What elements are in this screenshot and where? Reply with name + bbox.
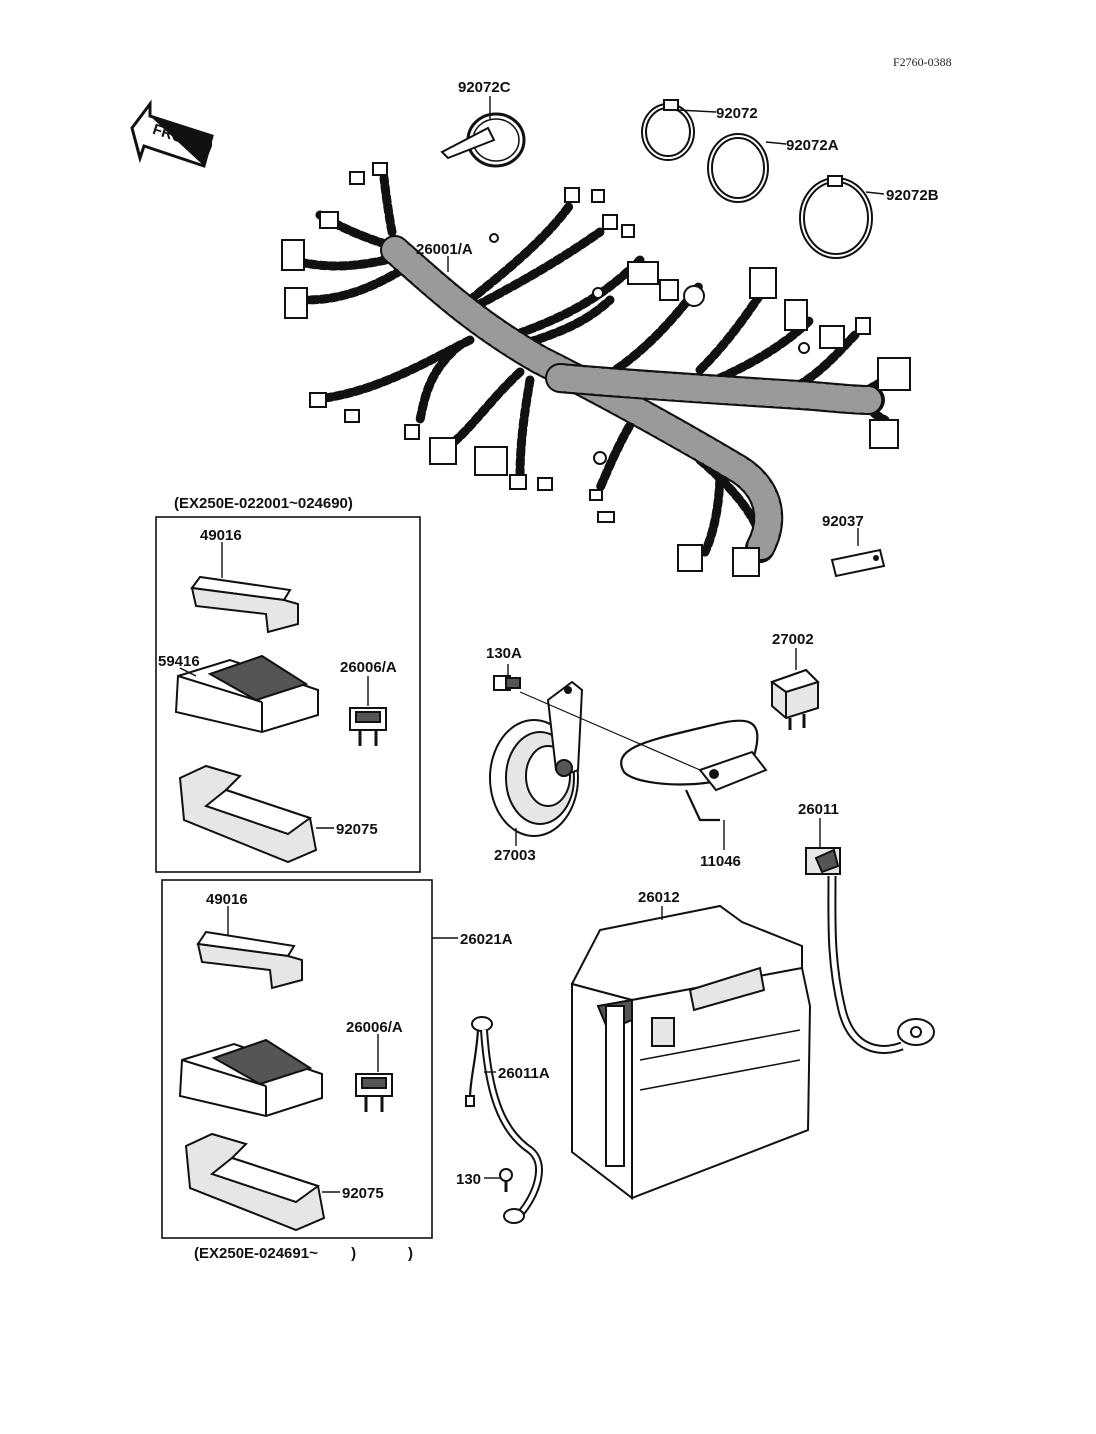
- range-late-close: ): [408, 1245, 413, 1262]
- label-130: 130: [456, 1171, 481, 1188]
- label-92037: 92037: [822, 513, 864, 530]
- label-27003: 27003: [494, 847, 536, 864]
- main-wiring-harness: [281, 162, 911, 577]
- horn-27003: [489, 680, 584, 837]
- label-49016-top: 49016: [200, 527, 242, 544]
- label-26006a-top: 26006/A: [340, 659, 397, 676]
- label-92072c: 92072C: [458, 79, 511, 96]
- band-92072a: [707, 133, 769, 203]
- band-92072b: [799, 175, 873, 259]
- bolt-130: [499, 1168, 513, 1192]
- kit-box-late: [161, 879, 433, 1239]
- battery-26012: [570, 904, 812, 1201]
- cable-tie-92072c: [440, 112, 526, 168]
- label-26006a-bottom: 26006/A: [346, 1019, 403, 1036]
- fuse-26006a-bottom: [355, 1073, 393, 1112]
- label-130a: 130A: [486, 645, 522, 662]
- relay-27002: [769, 668, 820, 730]
- battery-lead-26011a: [465, 1016, 543, 1224]
- label-26011a: 26011A: [498, 1065, 550, 1082]
- battery-lead-26011: [805, 847, 935, 1054]
- fuse-box-cover-bottom: [196, 930, 303, 990]
- label-26021a: 26021A: [460, 931, 513, 948]
- kit-box-early: [155, 516, 421, 873]
- document-code: F2760-0388: [893, 55, 952, 69]
- label-92072a: 92072A: [786, 137, 839, 154]
- leader-lines: [179, 96, 885, 1193]
- label-92075-top: 92075: [336, 821, 378, 838]
- bolt-130a: [493, 675, 521, 691]
- label-27002: 27002: [772, 631, 814, 648]
- fuse-box-59416: [174, 654, 319, 734]
- fuse-26006a-top: [349, 707, 387, 746]
- label-26011: 26011: [798, 801, 839, 818]
- band-92072: [641, 99, 695, 161]
- range-late: (EX250E-024691~ ): [194, 1245, 356, 1262]
- fuse-holder-92075-top: [178, 764, 318, 864]
- bracket-11046: [620, 719, 768, 822]
- label-59416: 59416: [158, 653, 200, 670]
- label-92072: 92072: [716, 105, 758, 122]
- fuse-holder-92075-bottom: [184, 1132, 326, 1232]
- fuse-box-cover-top: [190, 575, 299, 634]
- label-92075-bottom: 92075: [342, 1185, 384, 1202]
- label-92072b: 92072B: [886, 187, 939, 204]
- label-49016-bottom: 49016: [206, 891, 248, 908]
- label-26001a: 26001/A: [416, 241, 473, 258]
- clip-92037: [830, 548, 886, 578]
- range-early: (EX250E-022001~024690): [174, 495, 353, 512]
- fuse-box-bottom: [178, 1038, 323, 1118]
- label-11046: 11046: [700, 853, 741, 870]
- label-26012: 26012: [638, 889, 680, 906]
- front-arrow-icon: FRONT: [130, 99, 214, 168]
